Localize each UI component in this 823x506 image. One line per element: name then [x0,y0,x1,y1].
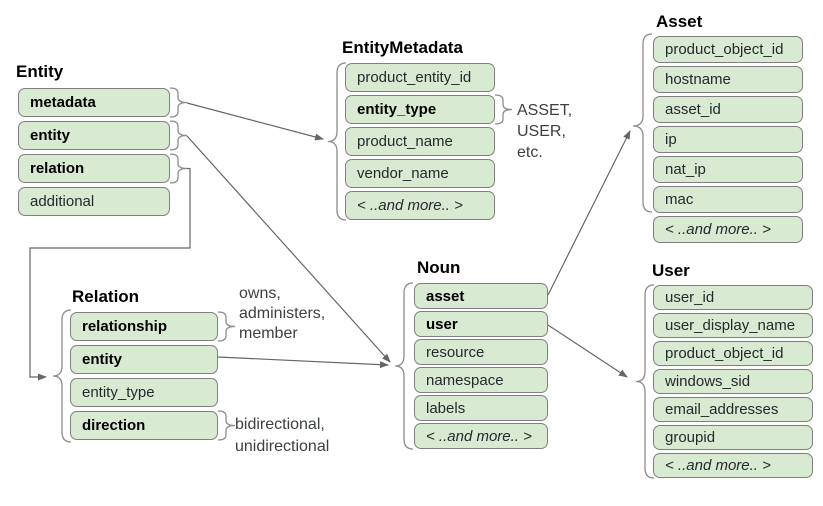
relation-row-entity-type: entity_type [70,378,218,407]
relation-row-direction: direction [70,411,218,440]
arrow-relation-to-relation-box [29,167,191,381]
brace-entity-entity-row [169,120,188,151]
noun-box-title: Noun [417,258,461,277]
asset-box-title: Asset [656,12,703,31]
entitymetadata-row-entity-type: entity_type [345,95,495,124]
brace-asset-left [632,33,653,213]
entitymetadata-row-product-name: product_name [345,127,495,156]
entity-row-relation: relation [18,154,170,183]
entitymetadata-row-product-entity-id: product_entity_id [345,63,495,92]
entity-row-metadata: metadata [18,88,170,117]
noun-row-and-more: < ..and more.. > [414,423,548,449]
user-row-windows-sid: windows_sid [653,369,813,394]
brace-entity-relation-row [169,153,188,184]
brace-relationship-row [217,311,236,342]
arrow-noun-asset-to-asset [547,130,631,296]
user-row-product-object-id: product_object_id [653,341,813,366]
asset-row-ip: ip [653,126,803,153]
asset-row-product-object-id: product_object_id [653,36,803,63]
relation-box-title: Relation [72,287,140,306]
entity-row-entity: entity [18,121,170,150]
user-row-and-more: < ..and more.. > [653,453,813,478]
entity-row-additional: additional [18,187,170,216]
user-row-email-addresses: email_addresses [653,397,813,422]
relation-row-relationship: relationship [70,312,218,341]
user-row-user-id: user_id [653,285,813,310]
brace-direction-row [217,410,236,441]
brace-entitymetadata-left [327,62,347,221]
brace-user-left [635,284,655,479]
noun-row-namespace: namespace [414,367,548,393]
note-entity-type-values: ASSET, USER, etc. [517,102,573,161]
arrow-relation-entity-to-noun [217,356,389,369]
arrow-entity-to-noun [186,135,391,363]
asset-row-and-more: < ..and more.. > [653,216,803,243]
entitymetadata-row-vendor-name: vendor_name [345,159,495,188]
asset-row-hostname: hostname [653,66,803,93]
relation-row-entity: entity [70,345,218,374]
user-row-groupid: groupid [653,425,813,450]
noun-row-resource: resource [414,339,548,365]
brace-relation-left [52,309,72,443]
entitymetadata-box-title: EntityMetadata [342,38,463,57]
brace-entity-type-row [494,94,513,125]
noun-row-user: user [414,311,548,337]
note-direction-values: bidirectional, unidirectional [235,416,330,455]
user-row-user-display-name: user_display_name [653,313,813,338]
noun-row-asset: asset [414,283,548,309]
entitymetadata-row-and-more: < ..and more.. > [345,191,495,220]
entity-box-title: Entity [16,62,64,81]
asset-row-asset-id: asset_id [653,96,803,123]
asset-row-mac: mac [653,186,803,213]
arrow-noun-user-to-user [547,324,628,378]
noun-row-labels: labels [414,395,548,421]
brace-entity-metadata-row [169,87,188,118]
brace-noun-left [394,282,414,450]
asset-row-nat-ip: nat_ip [653,156,803,183]
arrow-metadata-to-entitymetadata [186,102,324,141]
note-relationship-values: owns, administers, member [239,285,326,342]
user-box-title: User [652,261,690,280]
